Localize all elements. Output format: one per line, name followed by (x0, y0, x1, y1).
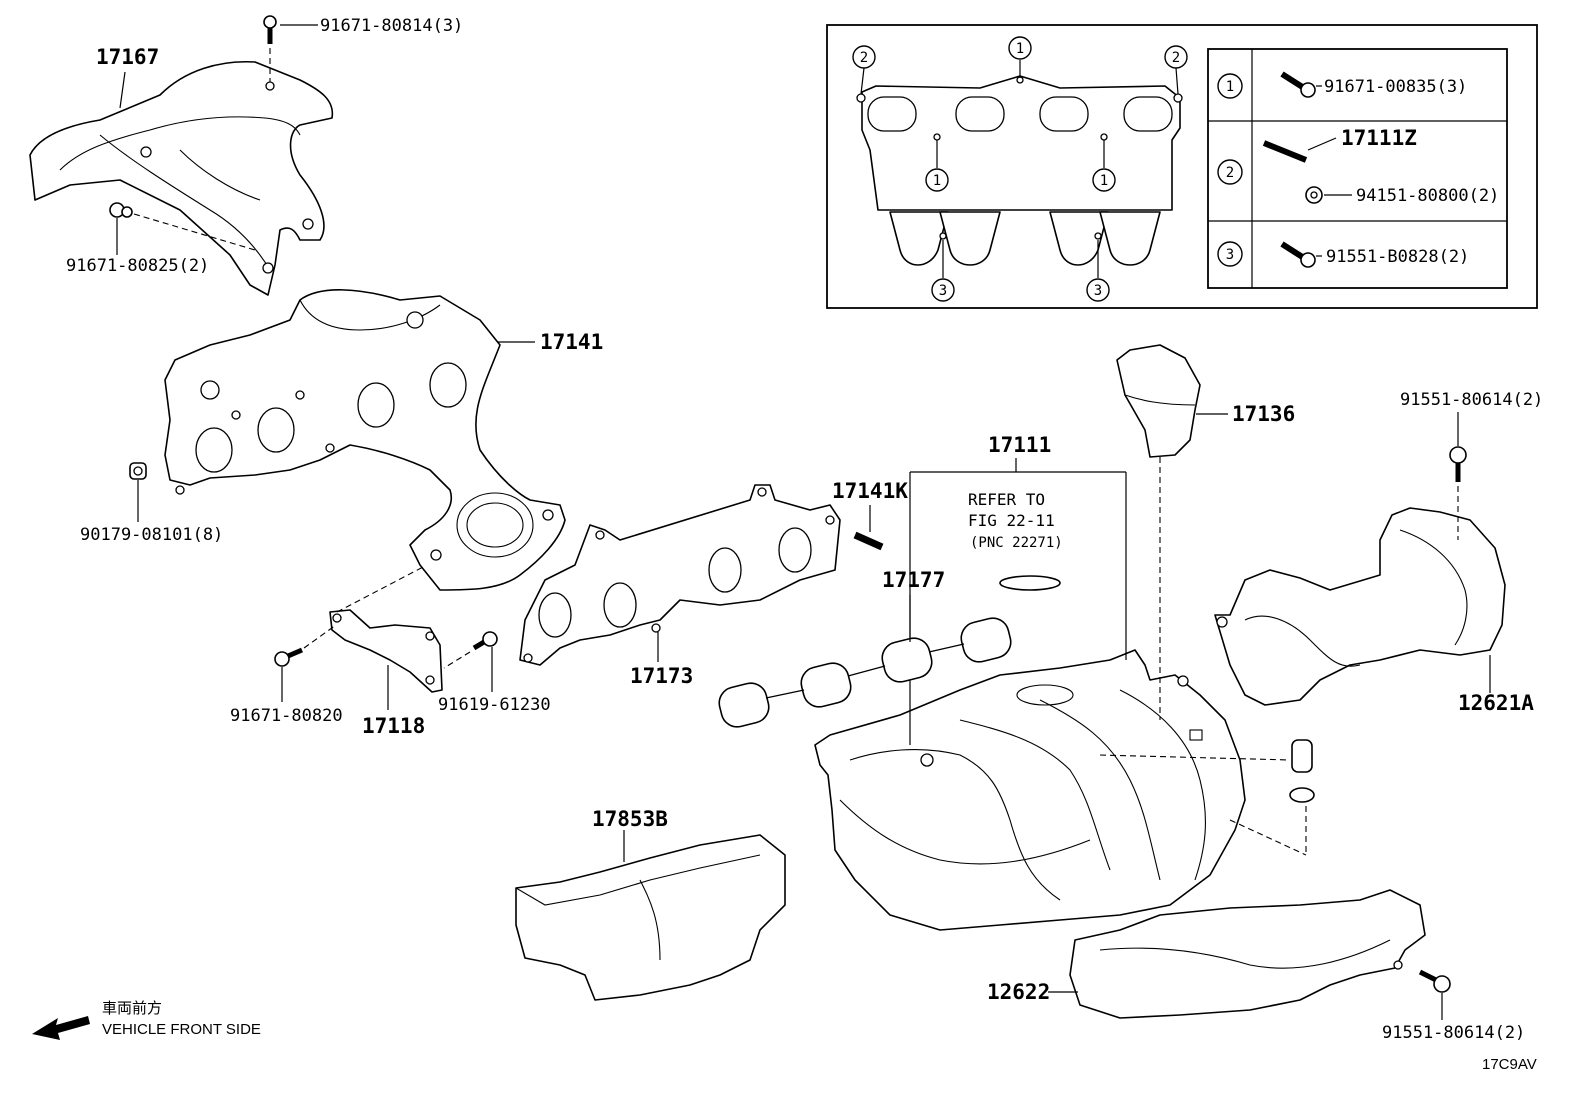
label-17177: 17177 (882, 568, 945, 592)
legend-part-2a: 17111Z (1341, 126, 1417, 150)
label-91619-61230: 91619-61230 (438, 695, 551, 715)
bracket (329, 609, 443, 693)
vehicle-front-arrow-icon (32, 1016, 90, 1040)
resonator (515, 834, 786, 1001)
svg-text:1: 1 (933, 173, 941, 189)
label-12622: 12622 (987, 980, 1050, 1004)
label-17167: 17167 (96, 45, 159, 69)
stud-icon (1262, 140, 1308, 163)
exhaust-gasket (519, 484, 841, 666)
direction-label-japanese: 車両前方 (102, 999, 162, 1017)
cover (1116, 344, 1201, 458)
reference-note-line2: FIG 22-11 (968, 511, 1055, 530)
bolt-icon (1449, 446, 1467, 482)
svg-text:3: 3 (939, 283, 947, 299)
diagram-id: 17C9AV (1482, 1056, 1537, 1073)
label-17141K: 17141K (832, 479, 908, 503)
label-91671-80820: 91671-80820 (230, 706, 343, 726)
legend-row-3: 3 91551-B0828(2) (1217, 241, 1469, 268)
legend-part-1: 91671-00835(3) (1324, 77, 1467, 97)
bolt-icon (1418, 969, 1451, 993)
legend-part-2b: 94151-80800(2) (1356, 186, 1499, 206)
inset-callout-2-left: 2 (852, 45, 876, 69)
exhaust-manifold (164, 289, 566, 591)
sleeve (1289, 739, 1315, 803)
svg-text:1: 1 (1016, 41, 1024, 57)
inset-callout-3-left: 3 (931, 278, 955, 302)
stud-icon (853, 531, 884, 551)
heat-insulator-lower (1069, 889, 1426, 1019)
label-90179-08101: 90179-08101(8) (80, 525, 223, 545)
o-ring (999, 575, 1061, 591)
inset-callout-1-right: 1 (1092, 168, 1116, 192)
bolt-icon (1280, 71, 1316, 98)
inset-legend-table: 1 91671-00835(3) 2 17111Z (1207, 48, 1508, 289)
svg-text:2: 2 (1172, 50, 1180, 66)
label-91551-80614-top: 91551-80614(2) (1400, 390, 1543, 410)
label-17136: 17136 (1232, 402, 1295, 426)
legend-part-3: 91551-B0828(2) (1326, 247, 1469, 267)
label-91671-80814: 91671-80814(3) (320, 16, 463, 36)
label-17173: 17173 (630, 664, 693, 688)
bolt-icon (1280, 241, 1316, 268)
nut-icon (1305, 186, 1323, 204)
svg-text:2: 2 (860, 50, 868, 66)
label-17853B: 17853B (592, 807, 668, 831)
bolt-icon (274, 647, 303, 667)
legend-row-1: 1 91671-00835(3) (1217, 71, 1467, 99)
inset-callout-1-top: 1 (1008, 36, 1032, 60)
heat-insulator-upper (29, 60, 334, 296)
heat-insulator-right (1214, 507, 1506, 706)
nut-icon (109, 202, 133, 218)
nut-icon (129, 462, 147, 480)
svg-text:2: 2 (1226, 165, 1234, 181)
svg-text:1: 1 (1100, 173, 1108, 189)
intake-gasket (718, 617, 1012, 728)
inset-callout-2-right: 2 (1164, 45, 1188, 69)
direction-label-english: VEHICLE FRONT SIDE (102, 1021, 261, 1038)
reference-note-line3: (PNC 22271) (970, 535, 1063, 551)
bolt-icon (472, 631, 498, 651)
label-91671-80825: 91671-80825(2) (66, 256, 209, 276)
svg-text:3: 3 (1226, 247, 1234, 263)
label-91551-80614-bottom: 91551-80614(2) (1382, 1023, 1525, 1043)
inset-panel: 2 1 2 1 1 3 3 (826, 24, 1538, 309)
reference-note-line1: REFER TO (968, 490, 1045, 509)
legend-row-2: 2 17111Z 94151-80800(2) (1217, 126, 1499, 206)
svg-text:1: 1 (1226, 79, 1234, 95)
bolt-icon (263, 15, 277, 44)
intake-manifold (814, 649, 1246, 931)
svg-text:3: 3 (1094, 283, 1102, 299)
label-12621A: 12621A (1458, 691, 1534, 715)
inset-callout-3-right: 3 (1086, 278, 1110, 302)
label-17111: 17111 (988, 433, 1051, 457)
label-17118: 17118 (362, 714, 425, 738)
label-17141: 17141 (540, 330, 603, 354)
inset-flange-drawing (856, 75, 1183, 266)
inset-callout-1-left: 1 (925, 168, 949, 192)
